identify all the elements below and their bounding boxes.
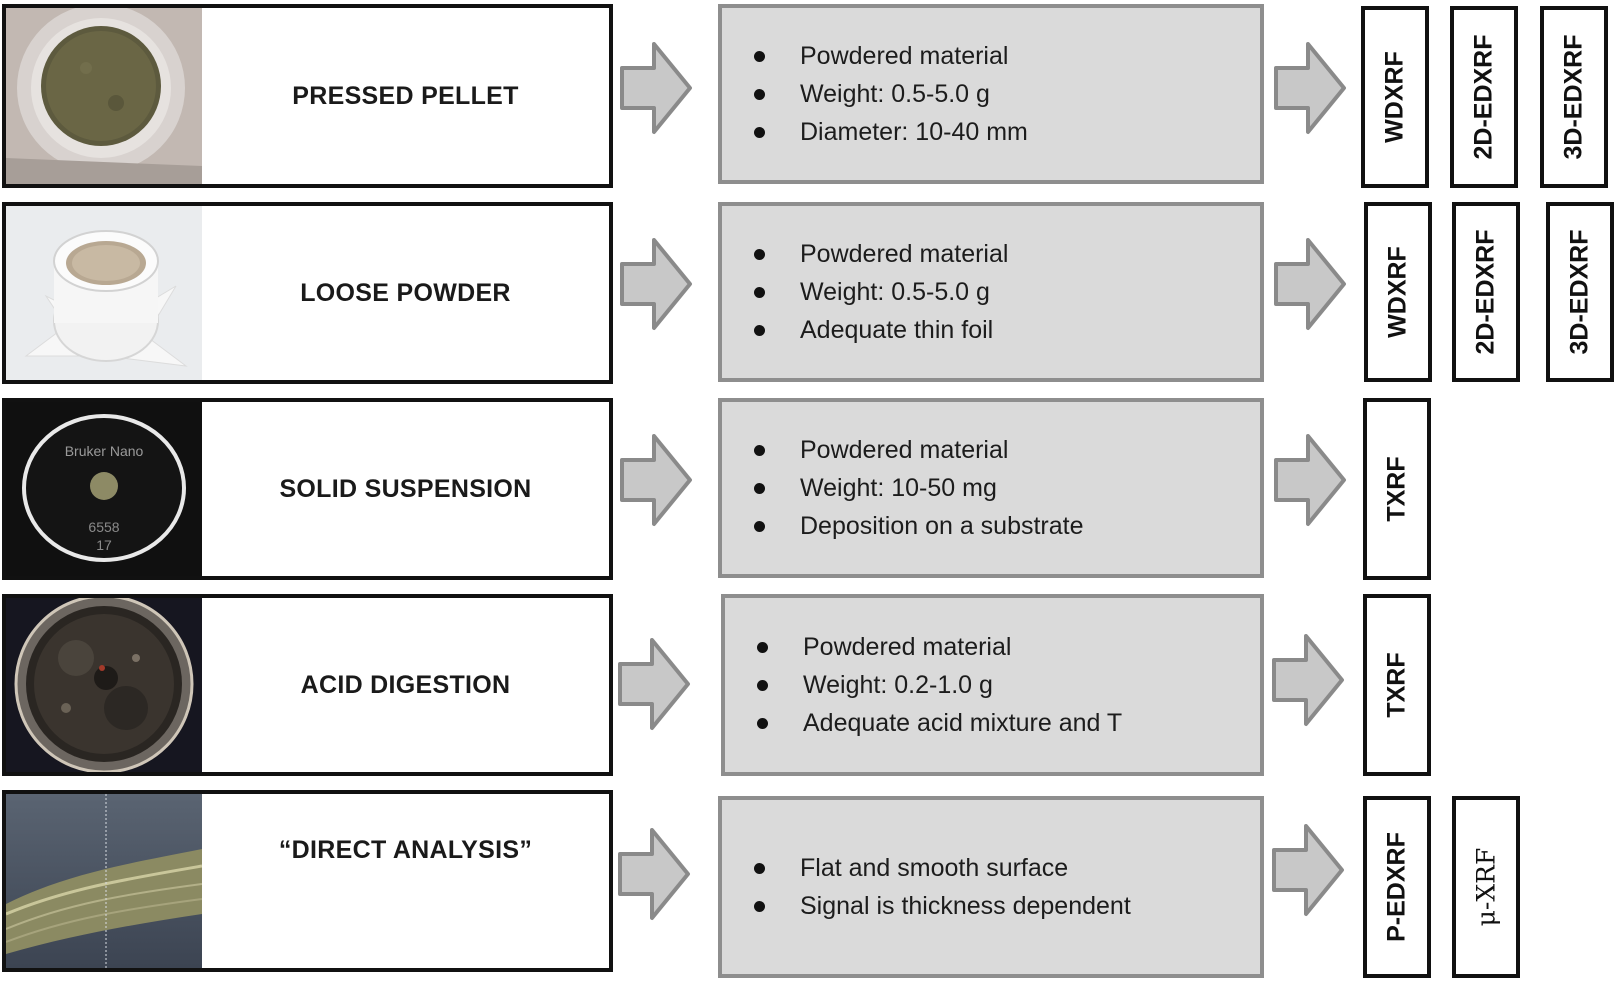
bullet-item: Deposition on a substrate [748,507,1084,545]
acid-digestion-photo [6,598,202,772]
bullet-item: Diameter: 10-40 mm [748,113,1028,151]
bullet-item: Adequate thin foil [748,311,1008,349]
right-arrow-icon [618,638,690,730]
technique-label: 2D-EDXRF [1471,229,1500,355]
technique-label: TXRF [1382,652,1411,718]
info-box: Powdered material Weight: 0.5-5.0 g Adeq… [718,202,1264,382]
technique-label: WDXRF [1383,246,1412,338]
technique-label: 2D-EDXRF [1469,34,1498,160]
sample-box-acid-digestion: ACID DIGESTION [2,594,613,776]
sample-label: SOLID SUSPENSION [279,474,532,503]
technique-label: WDXRF [1380,51,1409,143]
bullet-list: Powdered material Weight: 0.5-5.0 g Adeq… [748,206,1008,378]
technique-box: 3D-EDXRF [1540,6,1608,188]
sample-label: ACID DIGESTION [300,670,511,699]
right-arrow-icon [1272,634,1344,726]
bullet-item: Weight: 0.2-1.0 g [751,666,1122,704]
info-box: Powdered material Weight: 0.2-1.0 g Adeq… [721,594,1264,776]
technique-box: 2D-EDXRF [1452,202,1520,382]
sample-box-solid-suspension: Bruker Nano 6558 17 SOLID SUSPENSION [2,398,613,580]
bullet-item: Weight: 0.5-5.0 g [748,75,1028,113]
direct-analysis-photo [6,794,202,968]
photo-text: 17 [96,537,112,553]
bullet-item: Weight: 10-50 mg [748,469,1084,507]
bullet-item: Weight: 0.5-5.0 g [748,273,1008,311]
right-arrow-icon [1272,824,1344,916]
photo-text: 6558 [88,519,119,535]
bullet-item: Powdered material [748,235,1008,273]
right-arrow-icon [620,238,692,330]
right-arrow-icon [620,42,692,134]
right-arrow-icon [618,828,690,920]
right-arrow-icon [620,434,692,526]
technique-label: TXRF [1382,456,1411,522]
right-arrow-icon [1274,434,1346,526]
sample-label: “DIRECT ANALYSIS” [278,836,533,864]
bullet-item: Signal is thickness dependent [748,887,1131,925]
technique-box: μ-XRF [1452,796,1520,978]
technique-box: WDXRF [1361,6,1429,188]
bullet-list: Flat and smooth surface Signal is thickn… [748,800,1131,974]
sample-label: PRESSED PELLET [292,81,519,110]
photo-text: Bruker Nano [65,443,144,459]
technique-box: 2D-EDXRF [1450,6,1518,188]
sample-box-loose-powder: LOOSE POWDER [2,202,613,384]
technique-label: P-EDXRF [1382,832,1411,942]
technique-label: 3D-EDXRF [1559,34,1588,160]
bullet-item: Powdered material [748,431,1084,469]
loose-powder-photo [6,206,202,380]
bullet-list: Powdered material Weight: 0.5-5.0 g Diam… [748,8,1028,180]
info-box: Flat and smooth surface Signal is thickn… [718,796,1264,978]
bullet-list: Powdered material Weight: 10-50 mg Depos… [748,402,1084,574]
bullet-item: Powdered material [748,37,1028,75]
solid-suspension-photo: Bruker Nano 6558 17 [6,402,202,576]
technique-label: 3D-EDXRF [1565,229,1594,355]
info-box: Powdered material Weight: 10-50 mg Depos… [718,398,1264,578]
technique-box: 3D-EDXRF [1546,202,1614,382]
pressed-pellet-photo [6,8,202,184]
technique-box: WDXRF [1364,202,1432,382]
sample-box-pressed-pellet: PRESSED PELLET [2,4,613,188]
bullet-list: Powdered material Weight: 0.2-1.0 g Adeq… [751,598,1122,772]
right-arrow-icon [1274,238,1346,330]
technique-label: μ-XRF [1471,847,1501,927]
technique-box: TXRF [1363,594,1431,776]
technique-box: P-EDXRF [1363,796,1431,978]
sample-label: LOOSE POWDER [300,278,511,307]
technique-box: TXRF [1363,398,1431,580]
info-box: Powdered material Weight: 0.5-5.0 g Diam… [718,4,1264,184]
bullet-item: Adequate acid mixture and T [751,704,1122,742]
right-arrow-icon [1274,42,1346,134]
bullet-item: Flat and smooth surface [748,849,1131,887]
bullet-item: Powdered material [751,628,1122,666]
sample-box-direct-analysis: “DIRECT ANALYSIS” [2,790,613,972]
